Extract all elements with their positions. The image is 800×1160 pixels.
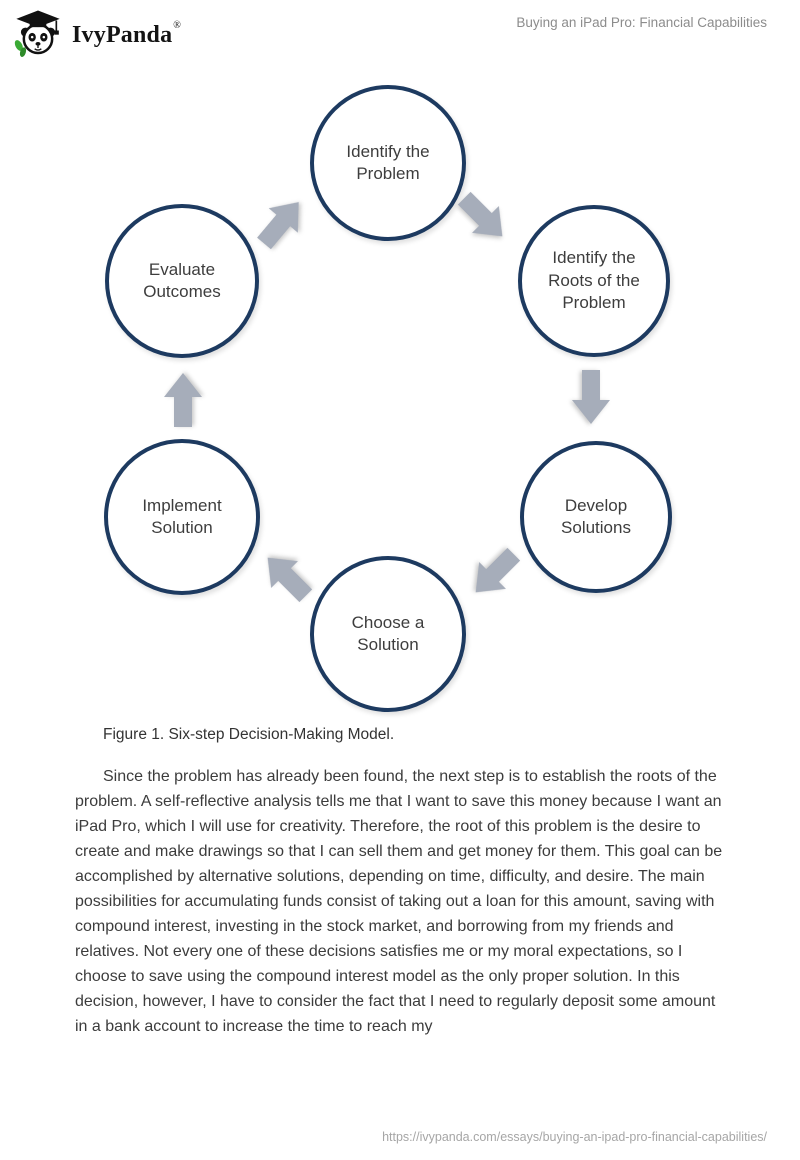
arrow-implement-to-evaluate-icon [161,371,205,427]
step-circle-evaluate-outcomes: Evaluate Outcomes [105,204,259,358]
step-circle-develop-solutions: Develop Solutions [520,441,672,593]
ivypanda-logo-icon [13,7,63,64]
arrow-develop-to-choose-icon [459,539,530,610]
registered-mark: ® [173,19,181,31]
step-circle-implement-solution: Implement Solution [104,439,260,595]
body-paragraph: Since the problem has already been found… [75,768,723,1035]
step-label: Evaluate Outcomes [143,259,221,301]
step-label: Implement Solution [142,495,222,537]
arrow-roots-to-develop-icon [569,370,613,426]
step-circle-identify-problem: Identify the Problem [310,85,466,241]
arrow-evaluate-to-identify-icon [247,186,317,257]
arrow-identify-to-roots-icon [449,183,520,254]
brand[interactable]: IvyPanda® [13,7,181,64]
step-circle-choose-solution: Choose a Solution [310,556,466,712]
decision-model-diagram: Identify the Problem Identify the Roots … [0,60,800,720]
step-label: Develop Solutions [561,495,631,537]
step-circle-identify-roots: Identify the Roots of the Problem [518,205,670,357]
step-label: Identify the Problem [346,141,430,183]
figure-caption: Figure 1. Six-step Decision-Making Model… [103,726,395,743]
brand-name: IvyPanda [72,22,173,48]
arrow-choose-to-implement-icon [251,541,322,612]
step-label: Choose a Solution [351,612,425,654]
footer-url: https://ivypanda.com/essays/buying-an-ip… [382,1130,767,1144]
step-label: Identify the Roots of the Problem [548,248,640,313]
header: IvyPanda® Buying an iPad Pro: Financial … [0,0,800,60]
page-title: Buying an iPad Pro: Financial Capabiliti… [516,15,767,30]
